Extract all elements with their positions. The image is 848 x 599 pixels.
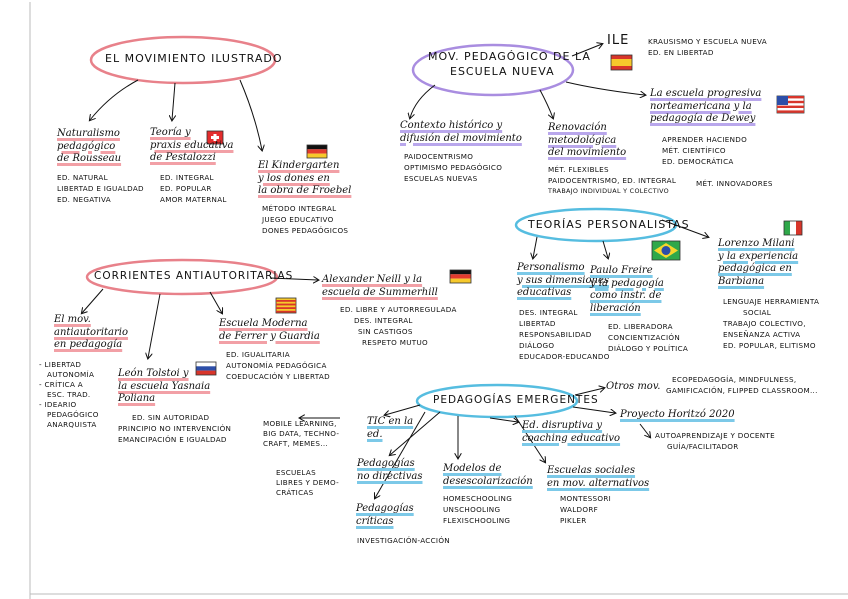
flag-spain-icon: [610, 54, 633, 71]
bubble-escuela-nueva: [411, 43, 575, 97]
horizonte-items: AUTOAPRENDIZAJE Y DOCENTE GUÍA/FACILITAD…: [655, 431, 775, 451]
flag-germany-icon: [306, 144, 328, 159]
desescolarizacion-items: HOMESCHOOLING UNSCHOOLING FLEXISCHOOLING: [443, 494, 513, 525]
freire-items: ED. LIBERADORA CONCIENTIZACIÓN DIÁLOGO Y…: [608, 322, 689, 353]
otros-mov-items: ECOPEDAGOGÍA, MINDFULNESS, GAMIFICACIÓN,…: [666, 375, 818, 395]
otros-mov-label: Otros mov.: [606, 381, 661, 392]
neill-items: ED. LIBRE Y AUTORREGULADA DES. INTEGRAL …: [340, 305, 457, 347]
dewey-heading: La escuela progresiva norteamericana y l…: [650, 88, 762, 124]
no-directivas-items: ESCUELAS LIBRES Y DEMO- CRÁTICAS: [276, 468, 340, 497]
bubble-ilustrado: [89, 35, 277, 85]
alternativas-items: MONTESSORI WALDORF PIKLER: [560, 494, 612, 525]
flag-catalonia-icon: [275, 297, 297, 314]
tolstoi-heading: León Tolstoi y la escuela Yasnaia Polian…: [118, 368, 211, 404]
title-escuela-nueva-line2: ESCUELA NUEVA: [450, 65, 555, 78]
renovacion-heading: Renovación metodológica del movimiento: [548, 122, 627, 158]
ferrer-heading: Escuela Moderna de Ferrer y Guardia: [219, 318, 320, 342]
tolstoi-items: ED. SIN AUTORIDAD PRINCIPIO NO INTERVENC…: [118, 413, 232, 444]
rousseau-heading: Naturalismo pedagógico de Rousseau: [57, 128, 122, 164]
tic-items: MOBILE LEARNING, BIG DATA, TECHNO- CRAFT…: [263, 419, 340, 448]
milani-items: LENGUAJE HERRAMIENTA SOCIAL TRABAJO COLE…: [723, 297, 820, 350]
mov-antiautoritario-heading: El mov. antiautoritario en pedagogía: [54, 314, 129, 350]
personalismo-items: DES. INTEGRAL LIBERTAD RESPONSABILIDAD D…: [519, 308, 610, 361]
flag-russia-icon: [195, 361, 217, 376]
freire-heading: Paulo Freire y la pedagogía como instr. …: [590, 265, 664, 314]
criticas-items: INVESTIGACIÓN-ACCIÓN: [357, 536, 450, 545]
pestalozzi-heading: Teoría y praxis educativa de Pestalozzi: [150, 127, 234, 163]
contexto-items: PAIDOCENTRISMO OPTIMISMO PEDAGÓGICO ESCU…: [404, 152, 503, 183]
criticas-heading: Pedagogías críticas: [356, 503, 414, 527]
no-directivas-heading: Pedagogías no directivas: [357, 458, 423, 482]
desescolarizacion-heading: Modelos de desescolarización: [443, 463, 533, 487]
contexto-heading: Contexto histórico y difusión del movimi…: [400, 120, 522, 144]
neill-heading: Alexander Neill y la escuela de Summerhi…: [322, 274, 438, 298]
ile-items: KRAUSISMO Y ESCUELA NUEVA ED. EN LIBERTA…: [648, 37, 768, 57]
title-personalistas: TEORÍAS PERSONALISTAS: [528, 218, 690, 231]
dewey-items: APRENDER HACIENDO MÉT. CIENTÍFICO ED. DE…: [662, 135, 748, 166]
flag-italy-icon: [783, 220, 803, 236]
flag-brazil-icon: [651, 240, 681, 261]
tic-heading: TIC en la ed.: [367, 416, 414, 440]
ferrer-items: ED. IGUALITARIA AUTONOMÍA PEDAGÓGICA COE…: [226, 350, 330, 381]
dewey-item-innovadores: MÉT. INNOVADORES: [696, 179, 773, 188]
bubble-emergentes: [415, 383, 579, 419]
milani-heading: Lorenzo Milani y la experiencia pedagógi…: [718, 238, 799, 287]
flag-germany-icon: [449, 269, 472, 284]
title-ilustrado: EL MOVIMIENTO ILUSTRADO: [105, 52, 283, 65]
alternativas-heading: Escuelas sociales en mov. alternativos: [547, 465, 650, 489]
froebel-heading: El Kindergarten y los dones en la obra d…: [258, 160, 352, 196]
bubble-antiautoritarias: [85, 258, 279, 296]
rousseau-items: ED. NATURAL LIBERTAD E IGUALDAD ED. NEGA…: [57, 173, 144, 204]
ile-label: ILE: [607, 33, 630, 48]
pestalozzi-items: ED. INTEGRAL ED. POPULAR AMOR MATERNAL: [160, 173, 227, 204]
froebel-items: MÉTODO INTEGRAL JUEGO EDUCATIVO DONES PE…: [262, 204, 349, 235]
renovacion-items: MÉT. FLEXIBLES PAIDOCENTRISMO, ED. INTEG…: [548, 165, 677, 195]
mov-antiautoritario-items: - LIBERTAD AUTONOMÍA - CRÍTICA A ESC. TR…: [39, 360, 99, 429]
disruptiva-heading: Ed. disruptiva y coaching educativo: [522, 420, 621, 444]
title-escuela-nueva-line1: MOV. PEDAGÓGICO DE LA: [428, 50, 591, 63]
flag-switzerland-icon: [206, 130, 224, 145]
flag-usa-icon: [776, 95, 805, 114]
title-emergentes: PEDAGOGÍAS EMERGENTES: [433, 394, 599, 406]
personalismo-heading: Personalismo y sus dimensiones educativa…: [517, 262, 609, 298]
title-antiautoritarias: CORRIENTES ANTIAUTORITARIAS: [94, 270, 294, 282]
horizonte-label: Proyecto Horitzó 2020: [620, 409, 735, 420]
